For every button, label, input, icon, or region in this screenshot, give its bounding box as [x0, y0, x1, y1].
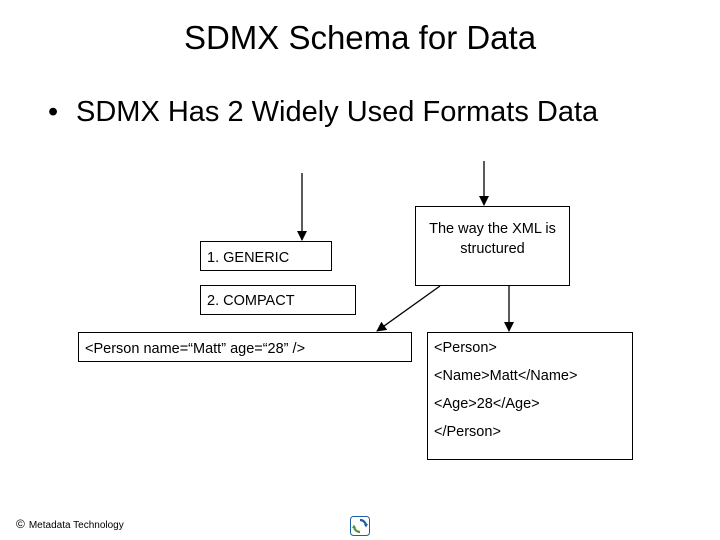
generic-format-box: 1. GENERIC	[200, 241, 332, 271]
bullet-point: • SDMX Has 2 Widely Used Formats Data	[48, 94, 598, 130]
bullet-dot: •	[48, 96, 59, 128]
generic-example-line: <Name>Matt</Name>	[434, 368, 578, 384]
generic-example-line: <Person>	[434, 340, 497, 356]
generic-example-line: <Age>28</Age>	[434, 396, 540, 412]
xml-structure-note-box: The way the XML is structured	[415, 206, 570, 286]
compact-format-box: 2. COMPACT	[200, 285, 356, 315]
bullet-text: SDMX Has 2 Widely Used Formats Data	[76, 96, 599, 128]
arrow-note-to-compact-example	[376, 285, 441, 332]
slide-title: SDMX Schema for Data	[183, 19, 537, 56]
footer-text: Metadata Technology	[28, 520, 124, 531]
compact-example-box: <Person name=“Matt” age=“28” />	[78, 332, 412, 362]
footer: ©Metadata Technology	[16, 518, 124, 532]
copyright-icon: ©	[16, 517, 25, 531]
generic-example-line: </Person>	[434, 424, 501, 440]
generic-example-box: <Person> <Name>Matt</Name> <Age>28</Age>…	[427, 332, 633, 460]
refresh-logo-icon	[350, 516, 370, 536]
